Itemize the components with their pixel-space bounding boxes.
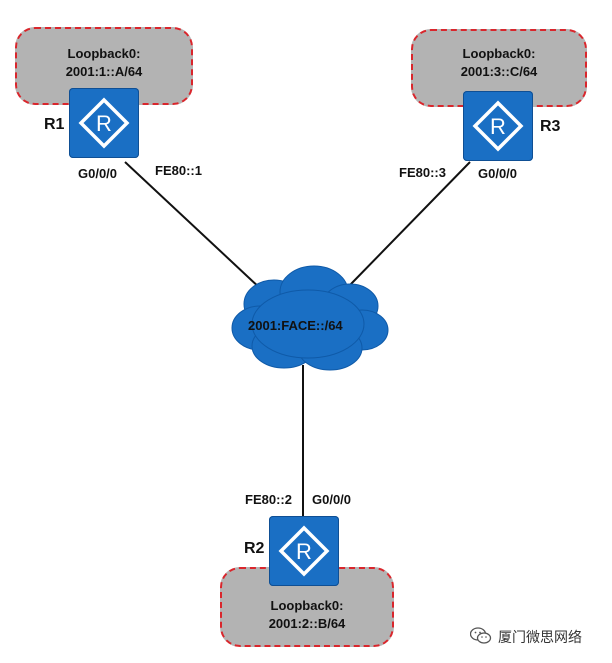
- r1-name: R1: [44, 116, 65, 133]
- link-r1-cloud: [124, 161, 263, 291]
- svg-text:R: R: [296, 539, 312, 564]
- r2-name: R2: [244, 540, 265, 557]
- network-cloud: [231, 265, 389, 371]
- r1-router-icon[interactable]: R: [69, 88, 139, 158]
- r3-name: R3: [540, 118, 561, 135]
- svg-text:R: R: [96, 111, 112, 136]
- r2-interface: G0/0/0: [312, 492, 352, 507]
- r2-loopback-address: 2001:2::B/64: [268, 616, 346, 631]
- wechat-icon: [470, 627, 492, 644]
- r3-loopback-address: 2001:3::C/64: [460, 64, 538, 79]
- link-r3-cloud: [349, 161, 471, 286]
- r3-interface: G0/0/0: [478, 166, 518, 181]
- svg-text:R: R: [490, 114, 506, 139]
- r3-link-local: FE80::3: [399, 165, 446, 180]
- r1-link-local: FE80::1: [155, 163, 202, 178]
- watermark-text: 厦门微思网络: [498, 629, 582, 645]
- r2-router-icon[interactable]: R: [269, 516, 339, 586]
- r2-loopback-title: Loopback0:: [270, 598, 344, 613]
- r3-loopback-title: Loopback0:: [462, 46, 536, 61]
- r2-link-local: FE80::2: [245, 492, 292, 507]
- r1-loopback-address: 2001:1::A/64: [65, 64, 143, 79]
- r1-loopback-title: Loopback0:: [67, 46, 141, 61]
- r1-loopback-box: Loopback0: 2001:1::A/64: [15, 27, 193, 105]
- r3-router-icon[interactable]: R: [463, 91, 533, 161]
- r1-interface: G0/0/0: [78, 166, 118, 181]
- network-label: 2001:FACE::/64: [248, 318, 343, 333]
